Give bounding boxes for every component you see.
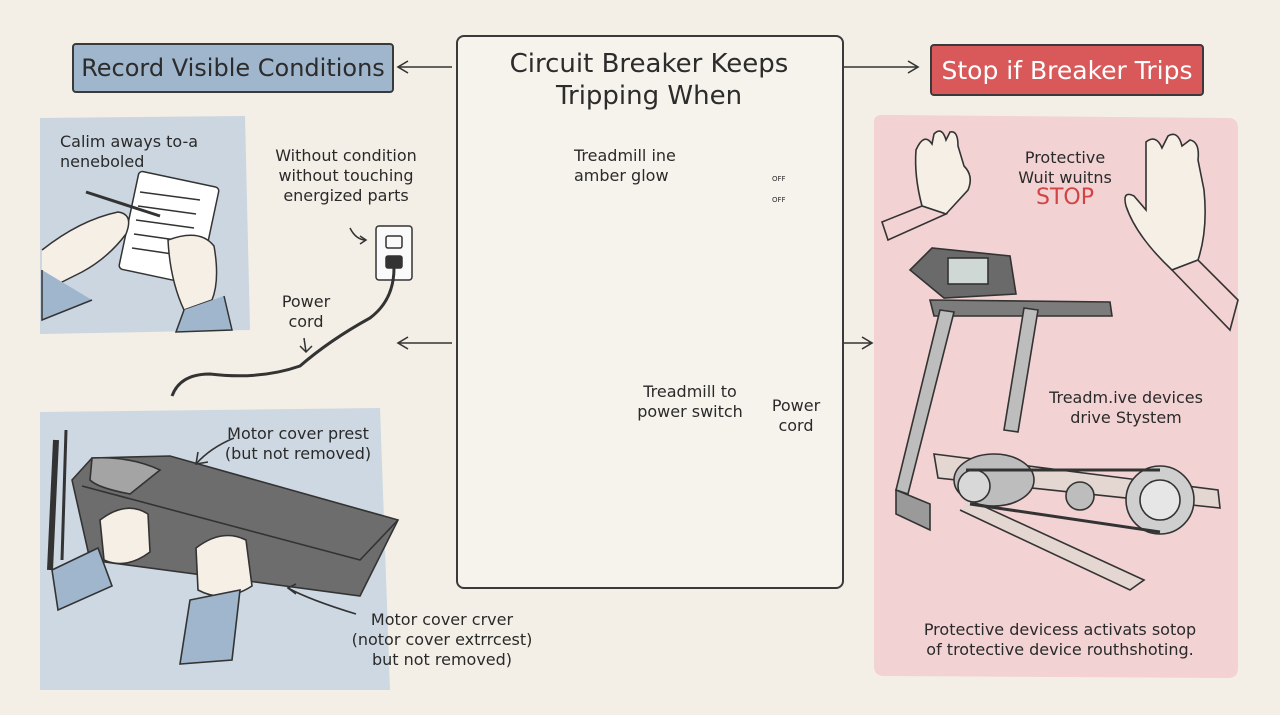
breaker-label-2: OFF (772, 196, 786, 204)
power-switch-line-2: power switch (637, 402, 743, 421)
notepad-drawing (41, 170, 233, 333)
motor-cover-bottom-line-1: Motor cover crver (370, 610, 514, 629)
stop-if-breaker-trips-header: Stop if Breaker Trips (930, 44, 1204, 96)
center-title-line-2: Tripping When (555, 81, 743, 111)
header-left-label: Record Visible Conditions (81, 54, 385, 82)
outlet-note-line-3: energized parts (283, 186, 409, 205)
center-title-line-1: Circuit Breaker Keeps (509, 49, 789, 79)
center-power-cord-label: Power cord (766, 396, 826, 436)
motor-cover-bottom-label: Motor cover crver (notor cover extrrcest… (340, 610, 544, 670)
protective-line-2: Wuit wuitns (1018, 168, 1112, 187)
stop-word: STOP (1036, 185, 1094, 210)
left-power-cord-label: Power cord (268, 292, 344, 332)
outlet-note-line-2: without touching (278, 166, 414, 185)
motor-cover-line-1: Motor cover prest (227, 424, 369, 443)
right-stop-hands (881, 130, 1239, 332)
protective-devices-line-2: of trotective device routhshoting. (926, 640, 1194, 659)
outlet-drawing (170, 225, 413, 397)
drive-line-1: Treadm.ive devices (1049, 388, 1203, 407)
center-title: Circuit Breaker Keeps Tripping When (456, 48, 842, 112)
center-panel (456, 35, 844, 589)
left-note-line-2: neneboled (60, 152, 145, 171)
motor-cover-line-2: (but not removed) (224, 444, 372, 463)
amber-glow-line-2: amber glow (574, 166, 669, 185)
drive-line-2: drive Stystem (1070, 408, 1182, 427)
outlet-note-label: Without condition without touching energ… (266, 146, 426, 206)
center-cord-line-2: cord (778, 416, 814, 435)
left-cord-line-2: cord (288, 312, 324, 331)
amber-glow-label: Treadmill ine amber glow (574, 146, 676, 186)
power-switch-label: Treadmill to power switch (632, 382, 748, 422)
breaker-switch-labels: OFF OFF (772, 175, 786, 205)
protective-devices-line-1: Protective devicess activats sotop (923, 620, 1197, 639)
motor-cover-bottom-line-2: (notor cover extrrcest) (351, 630, 533, 649)
protective-devices-label: Protective devicess activats sotop of tr… (900, 620, 1220, 660)
breaker-label-1: OFF (772, 175, 786, 183)
protective-line-1: Protective (1024, 148, 1106, 167)
flow-arrows (396, 60, 920, 350)
left-note-line-1: Calim aways to-a (60, 132, 199, 151)
record-visible-conditions-header: Record Visible Conditions (72, 43, 394, 93)
center-cord-line-1: Power (771, 396, 821, 415)
drive-system-label: Treadm.ive devices drive Stystem (1046, 388, 1206, 428)
left-note-label: Calim aways to-a neneboled (60, 132, 198, 172)
protective-label: Protective Wuit wuitns STOP (1000, 148, 1130, 210)
outlet-note-line-1: Without condition (275, 146, 417, 165)
amber-glow-line-1: Treadmill ine (574, 146, 676, 165)
right-treadmill (895, 247, 1221, 591)
power-switch-line-1: Treadmill to (643, 382, 737, 401)
motor-cover-bottom-line-3: but not removed) (371, 650, 513, 669)
motor-cover-label: Motor cover prest (but not removed) (210, 424, 386, 464)
left-cord-line-1: Power (281, 292, 331, 311)
header-right-label: Stop if Breaker Trips (941, 55, 1193, 85)
left-treadmill-deck (47, 429, 400, 665)
